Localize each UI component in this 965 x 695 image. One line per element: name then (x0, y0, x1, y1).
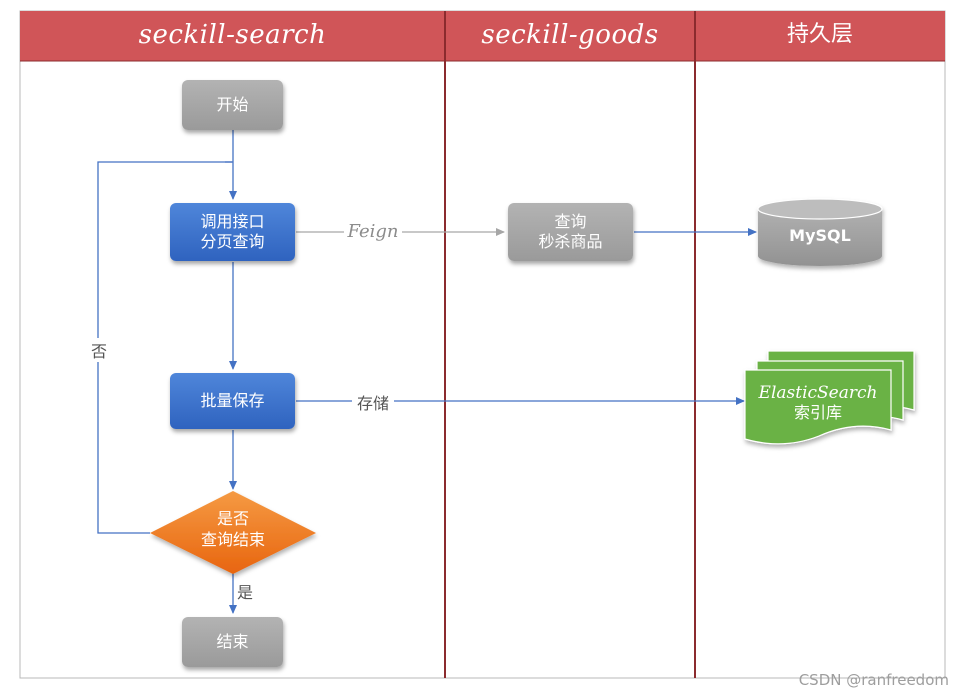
watermark: CSDN @ranfreedom (798, 671, 949, 689)
es-line2: 索引库 (793, 403, 842, 422)
call-api-line2: 分页查询 (200, 232, 265, 251)
lane-header-band (20, 11, 945, 61)
end-node-label: 结束 (216, 632, 249, 651)
start-node-label: 开始 (216, 95, 249, 114)
es-label: ElasticSearch 索引库 (745, 383, 891, 423)
decision-line2: 查询结束 (200, 530, 265, 549)
start-node: 开始 (182, 80, 283, 130)
query-goods-line1: 查询 (554, 212, 587, 231)
decision-line1: 是否 (216, 509, 249, 528)
query-goods-line2: 秒杀商品 (538, 232, 603, 251)
query-goods-node: 查询 秒杀商品 (508, 203, 633, 261)
call-api-line1: 调用接口 (200, 212, 265, 231)
end-node: 结束 (182, 617, 283, 667)
mysql-label: MySQL (789, 226, 851, 245)
es-line1: ElasticSearch (758, 383, 878, 403)
decision-diamond (150, 491, 316, 574)
edge-label-feign: Feign (344, 221, 402, 242)
batch-save-node: 批量保存 (170, 373, 295, 429)
es-documents (744, 350, 915, 445)
lane-title-persistence: 持久层 (786, 22, 853, 47)
mysql-cylinder (757, 198, 883, 266)
diagram-frame (19, 10, 946, 679)
lane-title-seckill-search: seckill-search (138, 20, 327, 50)
edge-label-no: 否 (90, 338, 108, 362)
decision-label: 是否 查询结束 (150, 508, 316, 550)
edge-label-store: 存储 (352, 390, 394, 414)
batch-save-label: 批量保存 (200, 391, 265, 410)
edge-label-yes: 是 (236, 583, 253, 602)
call-api-node: 调用接口 分页查询 (170, 203, 295, 261)
lane-title-seckill-goods: seckill-goods (481, 20, 659, 50)
